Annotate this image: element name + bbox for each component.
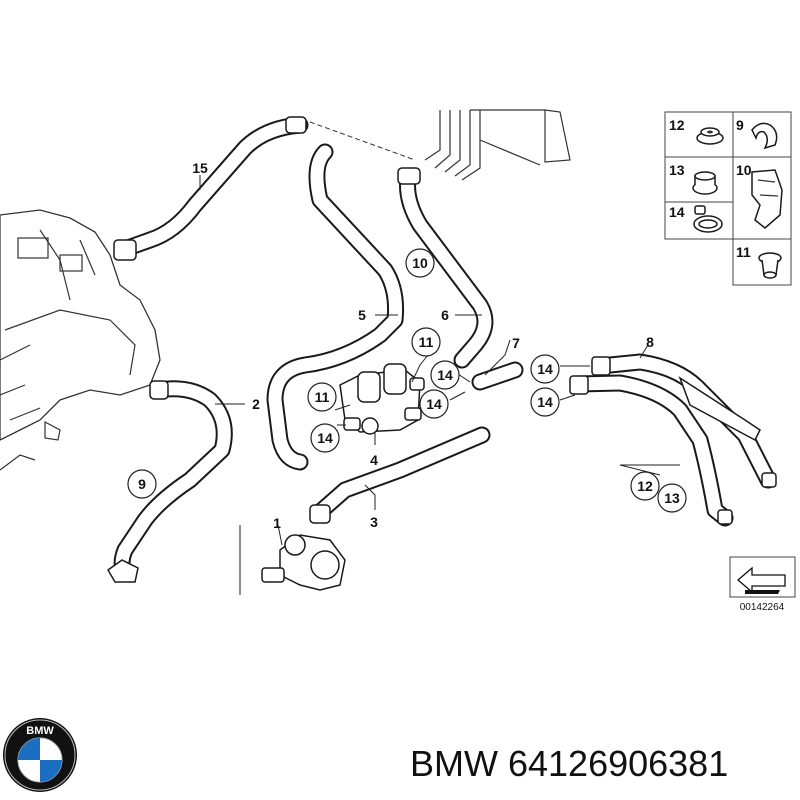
circled-callouts: 10 11 11 14 14 14 14 14 (127, 248, 687, 513)
nut-icon (692, 171, 718, 195)
callout-14-a: 14 (430, 360, 460, 390)
svg-text:9: 9 (138, 476, 146, 492)
dashed-line-top (309, 121, 416, 161)
callout-14-e: 14 (530, 387, 560, 417)
hose-15 (113, 116, 309, 261)
legend-label-13: 13 (669, 162, 685, 178)
engine-block-drawing (0, 209, 161, 471)
grommet-icon (696, 127, 724, 145)
svg-text:10: 10 (412, 255, 428, 271)
label-1: 1 (273, 515, 281, 531)
label-3: 3 (370, 514, 378, 530)
callout-14-b: 14 (310, 423, 340, 453)
label-6: 6 (441, 307, 449, 323)
reference-number: 00142264 (740, 602, 785, 613)
leader-lines (199, 175, 649, 546)
hose-6 (397, 167, 494, 369)
legend-label-9: 9 (736, 117, 744, 133)
part-caption: BMW 64126906381 (410, 743, 728, 784)
callout-14-c: 14 (419, 389, 449, 419)
legend-label-12: 12 (669, 117, 685, 133)
hose-3 (309, 426, 491, 524)
label-5: 5 (358, 307, 366, 323)
valve-4 (339, 363, 425, 435)
callout-10: 10 (405, 248, 435, 278)
hose-7 (471, 361, 524, 391)
pipe-8 (569, 353, 777, 527)
callout-14-d: 14 (530, 354, 560, 384)
svg-text:11: 11 (419, 334, 434, 350)
svg-text:14: 14 (437, 367, 453, 383)
bmw-logo-text: BMW (26, 725, 54, 737)
callout-11-a: 11 (411, 327, 441, 357)
legend-label-14: 14 (669, 204, 685, 220)
callout-9: 9 (127, 469, 157, 499)
hose-5 (266, 143, 404, 471)
svg-text:14: 14 (537, 361, 553, 377)
legend-label-11: 11 (736, 244, 751, 260)
label-2: 2 (252, 396, 260, 412)
pump-1 (261, 534, 346, 591)
svg-text:13: 13 (664, 490, 680, 506)
plug-icon (758, 252, 782, 279)
svg-text:14: 14 (426, 396, 442, 412)
label-8: 8 (646, 334, 654, 350)
reference-arrow-box (729, 556, 796, 598)
label-7: 7 (512, 335, 520, 351)
callout-12: 12 (630, 471, 660, 501)
callout-13: 13 (657, 483, 687, 513)
part-number-labels: 15 5 6 7 8 2 4 3 1 (192, 160, 654, 531)
top-pipes-drawing (424, 109, 571, 181)
legend-label-10: 10 (736, 162, 752, 178)
svg-text:14: 14 (537, 394, 553, 410)
bmw-logo: BMW (3, 718, 77, 792)
hose-clamp-icon (693, 205, 723, 233)
svg-text:11: 11 (315, 389, 330, 405)
holder-icon (751, 169, 783, 229)
callout-11-b: 11 (307, 382, 337, 412)
svg-text:14: 14 (317, 430, 333, 446)
hose-2 (107, 380, 233, 583)
small-parts-legend: 12 9 13 10 14 11 (664, 111, 792, 286)
clip-icon (751, 122, 778, 150)
svg-text:12: 12 (637, 478, 653, 494)
bracket-line-bottom (619, 464, 680, 476)
label-4: 4 (370, 452, 378, 468)
label-15: 15 (192, 160, 208, 176)
